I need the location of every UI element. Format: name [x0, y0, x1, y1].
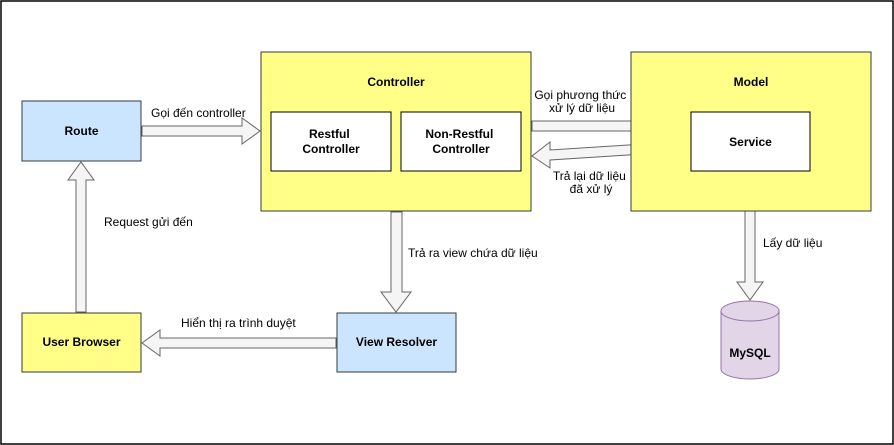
database-cylinder-body [720, 311, 780, 380]
user-browser-label: User Browser [42, 335, 120, 349]
edge-label-browser-to-route: Request gửi đến [104, 215, 193, 229]
mysql-database-node: MySQL [720, 300, 780, 380]
non-restful-controller-label: Non-Restful Controller [425, 127, 496, 156]
edge-label-view-resolver-to-browser: Hiển thị ra trình duyệt [181, 316, 296, 330]
service-node [690, 111, 811, 172]
route-node [21, 100, 142, 162]
arrow-browser-to-route [67, 161, 95, 313]
edge-label-service-to-controller: Trả lại dữ liệu đã xử lý [553, 169, 629, 196]
controller-label: Controller [367, 75, 425, 89]
restful-controller-label: Restful Controller [302, 127, 360, 156]
non-restful-controller-node [400, 111, 522, 172]
route-label: Route [65, 124, 99, 138]
user-browser-node [21, 312, 142, 373]
service-label: Service [729, 135, 772, 149]
view-resolver-label: View Resolver [356, 335, 437, 349]
edge-label-controller-to-service: Gọi phương thức xử lý dữ liệu [534, 88, 629, 115]
arrow-controller-to-view-resolver [380, 211, 412, 313]
model-label: Model [734, 75, 769, 89]
restful-controller-node [270, 111, 392, 172]
edge-label-controller-to-view-resolver: Trả ra view chứa dữ liệu [408, 246, 538, 260]
edge-label-route-to-controller: Gọi đến controller [151, 106, 246, 120]
database-label: MySQL [729, 346, 770, 360]
database-cylinder-top [720, 300, 780, 322]
view-resolver-node [336, 312, 457, 373]
arrow-route-to-controller [141, 117, 261, 145]
arrow-view-resolver-to-browser [141, 329, 337, 357]
edge-label-service-to-database: Lấy dữ liệu [763, 236, 822, 250]
